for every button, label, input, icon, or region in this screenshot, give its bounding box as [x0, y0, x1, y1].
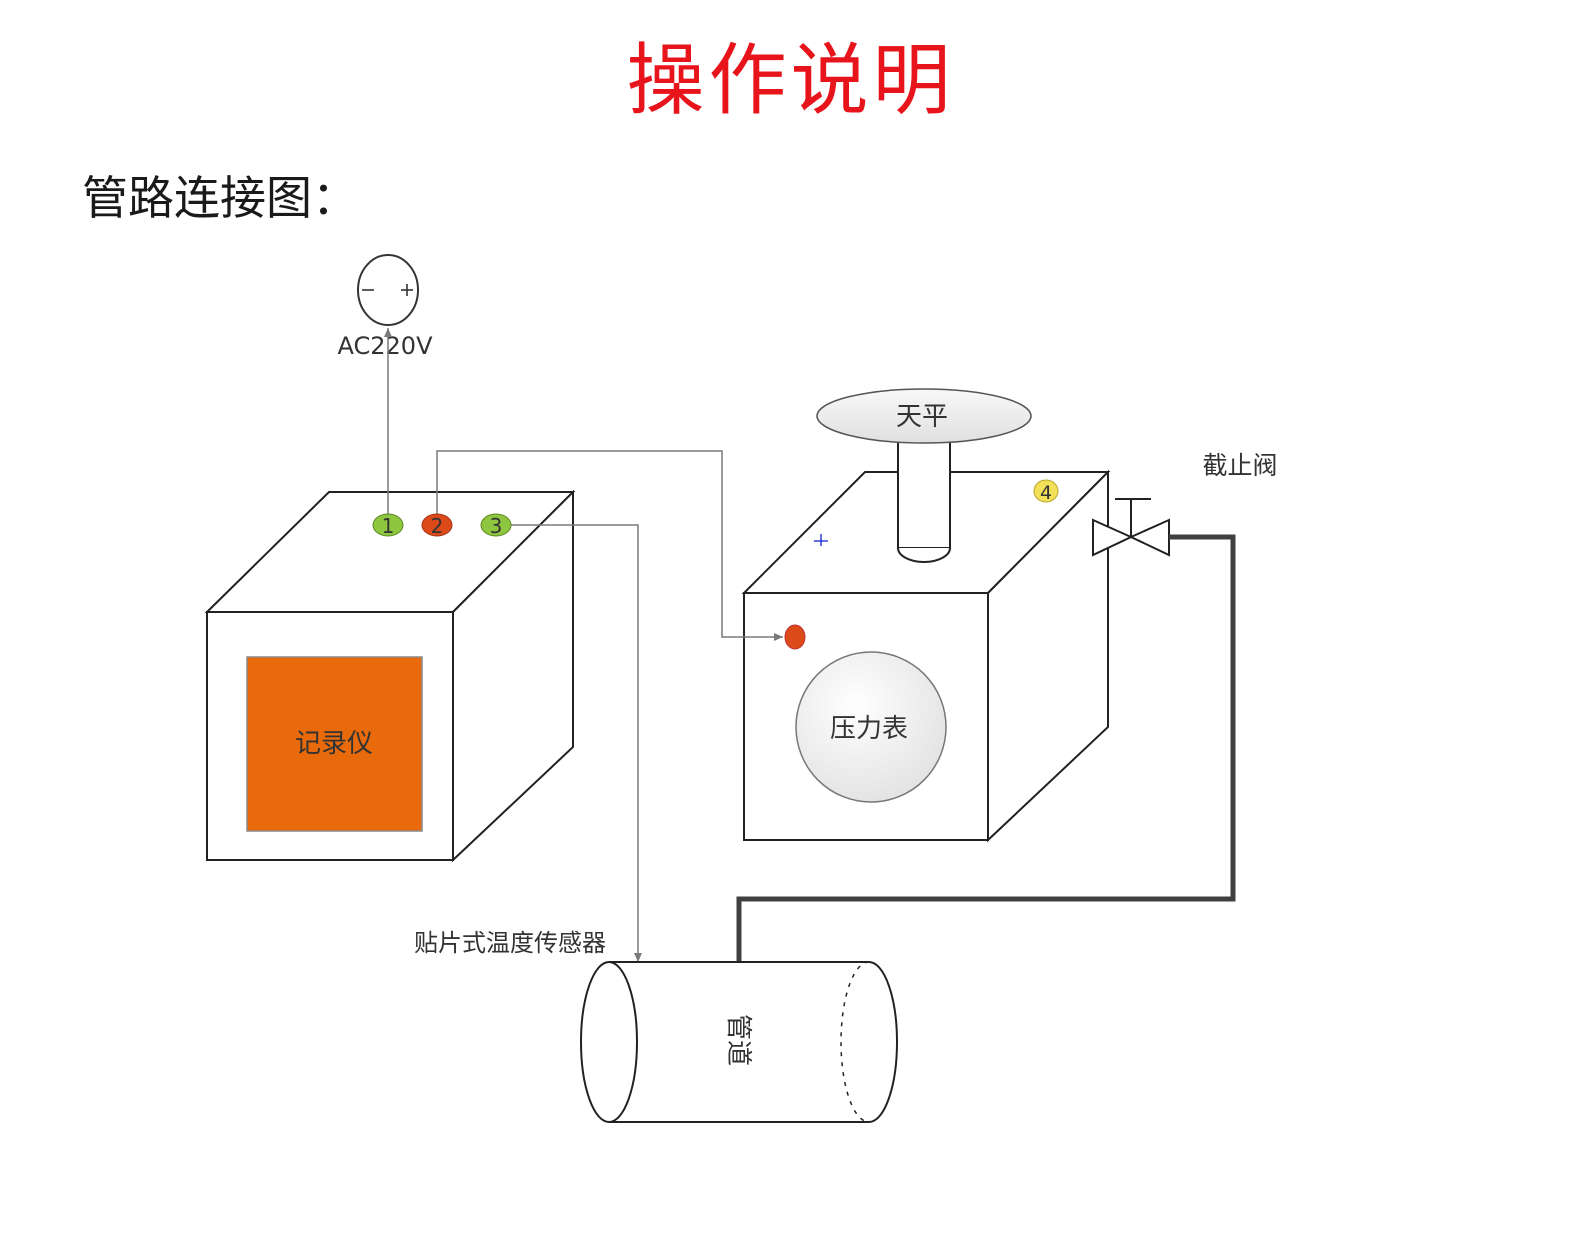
- recorder-label: 记录仪: [295, 729, 373, 759]
- small-marker-icon: [814, 534, 828, 546]
- pipe-cylinder: [580, 961, 898, 1123]
- sensor-port: [784, 624, 806, 650]
- thick-pipeline: [736, 534, 1236, 962]
- terminal-4-label: 4: [1040, 482, 1052, 504]
- power-label: AC220V: [338, 332, 434, 360]
- stop-valve: [1092, 498, 1170, 557]
- terminal-1: 1: [372, 513, 404, 538]
- terminal-2: 2: [421, 513, 453, 538]
- power-source-symbol: [357, 254, 419, 326]
- pipe-label: 管道: [723, 1014, 753, 1066]
- pressure-gauge: [795, 651, 947, 803]
- recorder-box: [204, 489, 576, 863]
- temperature-signal-wire: [508, 524, 642, 962]
- balance: [816, 388, 1032, 444]
- terminal-3-label: 3: [490, 514, 503, 538]
- temp-sensor-label: 贴片式温度传感器: [414, 929, 606, 957]
- section-heading: 管路连接图：: [82, 171, 358, 225]
- terminal-3: 3: [480, 513, 512, 538]
- terminal-4: 4: [1033, 479, 1059, 504]
- terminal-1-label: 1: [382, 514, 395, 538]
- pressure-signal-wire: [436, 450, 783, 641]
- balance-label: 天平: [896, 402, 948, 432]
- pressure-gauge-label: 压力表: [830, 714, 908, 744]
- page-title: 操作说明: [626, 36, 955, 126]
- stop-valve-label: 截止阀: [1202, 451, 1277, 480]
- recorder-panel: [246, 656, 423, 832]
- terminal-2-label: 2: [431, 514, 444, 538]
- balance-column: [897, 429, 951, 563]
- power-source: AC220V: [338, 254, 434, 360]
